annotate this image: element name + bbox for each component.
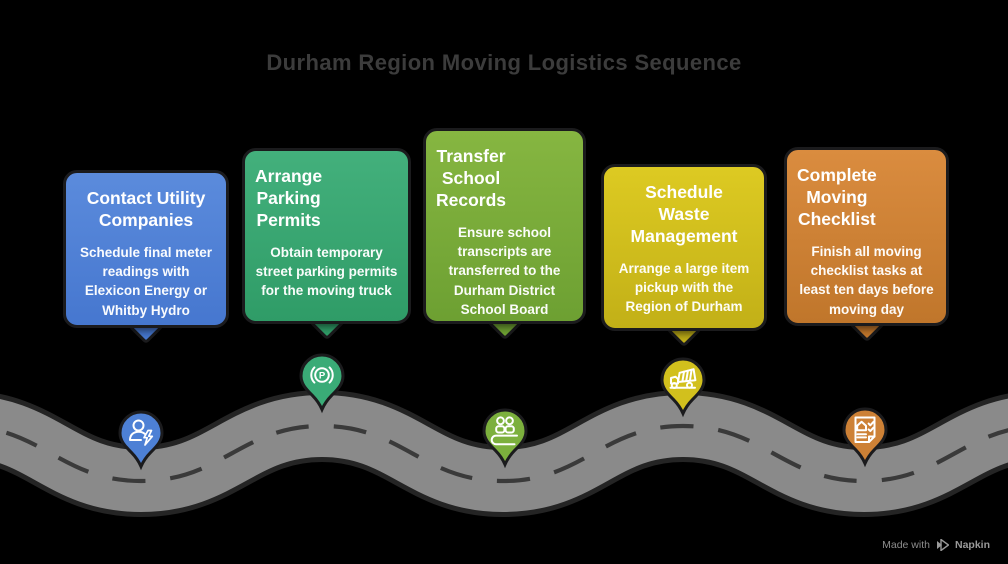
checklist-document-icon [854,416,876,443]
card-surface: Transfer School Records Ensure school tr… [423,128,586,324]
svg-text:P: P [319,370,326,381]
card-title: Transfer School Records [436,146,507,211]
card-title: Contact Utility Companies [86,188,206,231]
napkin-brand: Napkin [954,539,990,551]
person-lightning-icon [129,419,154,446]
pin-shape [482,408,528,469]
map-pin-waste [660,357,706,418]
card-body: Schedule final meter readings with Elexi… [79,245,213,318]
card-title: Arrange Parking Permits [255,166,323,231]
card-body: Finish all moving checklist tasks at lea… [799,244,934,317]
map-pin-school [482,408,528,469]
pin-shape [660,357,706,418]
map-pin-parking: P [299,353,345,414]
napkin-logo-icon [936,539,949,551]
card-title: Complete Moving Checklist [797,165,877,230]
card-body: Ensure school transcripts are transferre… [448,225,561,317]
map-pin-utility [118,410,164,471]
card-contact-utility: Contact Utility Companies Schedule final… [63,170,229,345]
parking-sensors-icon: P [310,366,334,384]
card-transfer-school: Transfer School Records Ensure school tr… [423,128,586,341]
card-surface: Schedule Waste Management Arrange a larg… [601,164,767,331]
road-centerline [0,423,1008,484]
page-title: Durham Region Moving Logistics Sequence [266,50,742,75]
card-complete-checklist: Complete Moving Checklist Finish all mov… [784,147,949,343]
card-arrange-parking: Arrange Parking Permits Obtain temporary… [242,148,411,341]
card-body: Arrange a large item pickup with the Reg… [618,261,750,315]
card-surface: Complete Moving Checklist Finish all mov… [784,147,949,326]
card-schedule-waste: Schedule Waste Management Arrange a larg… [601,164,767,348]
students-desk-icon [490,416,518,446]
map-pin-checklist [842,407,888,468]
card-surface: Arrange Parking Permits Obtain temporary… [242,148,411,324]
dump-truck-icon [669,368,697,389]
card-surface: Contact Utility Companies Schedule final… [63,170,229,328]
made-with-label: Made with [882,539,930,551]
card-title: Schedule Waste Management [630,182,738,247]
watermark: Made with Napkin [882,539,990,551]
card-body: Obtain temporary street parking permits … [255,245,398,299]
